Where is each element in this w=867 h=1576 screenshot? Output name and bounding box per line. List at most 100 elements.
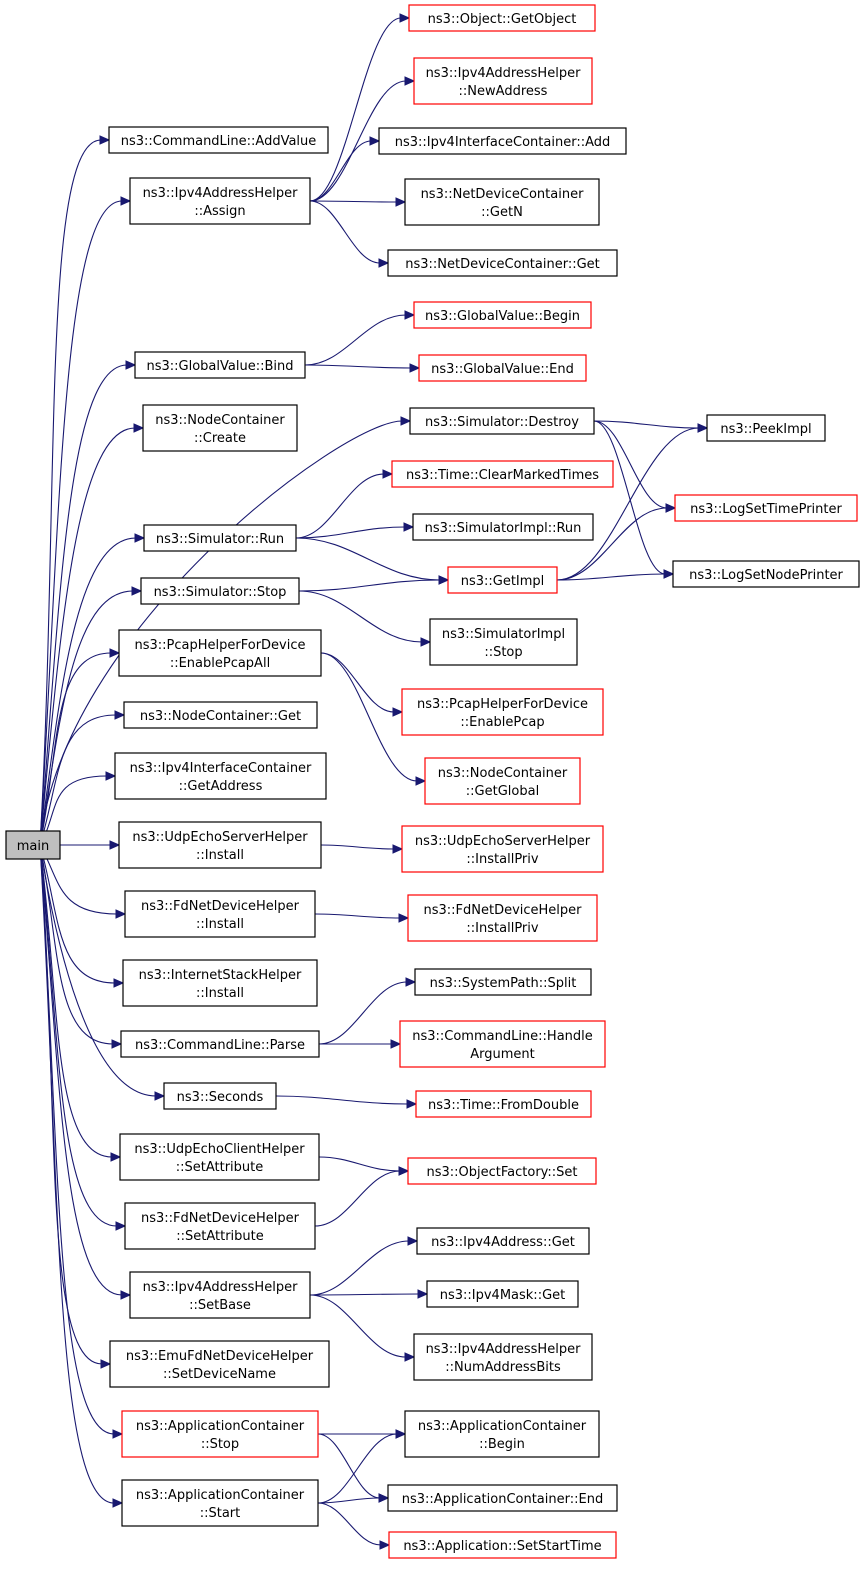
node-phfd-enableall[interactable]: ns3::PcapHelperForDevice::EnablePcapAll xyxy=(118,629,322,677)
arrowhead-ac-end xyxy=(378,1493,390,1503)
node-label: ::Install xyxy=(196,848,244,863)
node-label: ns3::UdpEchoClientHelper xyxy=(134,1142,305,1157)
edge-iah-setbase-to-ia-get xyxy=(309,1240,410,1296)
node-fndh-setattr[interactable]: ns3::FdNetDeviceHelper::SetAttribute xyxy=(124,1202,316,1250)
node-iic-add[interactable]: ns3::Ipv4InterfaceContainer::Add xyxy=(378,127,627,155)
nodes-layer: mainns3::CommandLine::AddValuens3::Ipv4A… xyxy=(5,4,860,1559)
edge-main-to-sim-stop xyxy=(39,590,134,846)
node-iah-numaddr[interactable]: ns3::Ipv4AddressHelper::NumAddressBits xyxy=(413,1333,593,1381)
node-getimpl[interactable]: ns3::GetImpl xyxy=(447,566,558,594)
node-label: ::Assign xyxy=(194,204,245,219)
node-app-setstart[interactable]: ns3::Application::SetStartTime xyxy=(388,1531,617,1559)
edge-main-to-cl-parse xyxy=(39,844,114,1045)
node-cl-parse[interactable]: ns3::CommandLine::Parse xyxy=(120,1030,320,1058)
node-label: ns3::InternetStackHelper xyxy=(139,968,302,983)
arrowhead-simimpl-stop xyxy=(420,637,432,647)
edge-phfd-enableall-to-phfd-enable xyxy=(320,652,395,713)
edge-main-to-gv-bind xyxy=(39,364,128,846)
node-sim-run[interactable]: ns3::Simulator::Run xyxy=(143,524,297,552)
node-uesh-install[interactable]: ns3::UdpEchoServerHelper::Install xyxy=(118,821,322,869)
node-ish-install[interactable]: ns3::InternetStackHelper::Install xyxy=(122,959,318,1007)
node-box xyxy=(129,177,311,225)
node-iah-setbase[interactable]: ns3::Ipv4AddressHelper::SetBase xyxy=(129,1271,311,1319)
node-nc-create[interactable]: ns3::NodeContainer::Create xyxy=(142,404,298,452)
node-fndh-installpriv[interactable]: ns3::FdNetDeviceHelper::InstallPriv xyxy=(407,894,598,942)
node-sim-destroy[interactable]: ns3::Simulator::Destroy xyxy=(409,407,595,435)
node-sim-stop[interactable]: ns3::Simulator::Stop xyxy=(140,577,300,605)
edge-main-to-uech-setattr xyxy=(39,844,113,1158)
node-phfd-enable[interactable]: ns3::PcapHelperForDevice::EnablePcap xyxy=(401,688,604,736)
node-gv-end[interactable]: ns3::GlobalValue::End xyxy=(418,354,587,382)
arrowhead-ac-stop xyxy=(112,1429,124,1439)
arrowhead-obj-getobject xyxy=(399,13,411,23)
node-label: ::Start xyxy=(200,1506,241,1521)
node-logsetnode[interactable]: ns3::LogSetNodePrinter xyxy=(672,560,860,588)
node-ac-stop[interactable]: ns3::ApplicationContainer::Stop xyxy=(121,1410,319,1458)
node-label: ns3::SystemPath::Split xyxy=(430,976,577,991)
node-box xyxy=(387,249,618,277)
node-ia-get[interactable]: ns3::Ipv4Address::Get xyxy=(416,1227,590,1255)
node-label: ::Stop xyxy=(201,1437,239,1452)
node-im-get[interactable]: ns3::Ipv4Mask::Get xyxy=(426,1280,579,1308)
node-box xyxy=(672,560,860,588)
arrowhead-uesh-installpriv xyxy=(392,844,404,854)
node-iic-getaddress[interactable]: ns3::Ipv4InterfaceContainer::GetAddress xyxy=(114,752,327,800)
arrowhead-gv-begin xyxy=(404,310,416,320)
arrowhead-time-fromdouble xyxy=(406,1099,418,1109)
node-obj-getobject[interactable]: ns3::Object::GetObject xyxy=(408,4,596,32)
node-seconds[interactable]: ns3::Seconds xyxy=(163,1082,277,1110)
node-uech-setattr[interactable]: ns3::UdpEchoClientHelper::SetAttribute xyxy=(119,1133,320,1181)
edge-ac-start-to-app-setstart xyxy=(317,1502,382,1546)
node-label: ns3::Object::GetObject xyxy=(428,12,577,27)
arrowhead-ac-start xyxy=(112,1498,124,1508)
node-time-fromdouble[interactable]: ns3::Time::FromDouble xyxy=(415,1090,592,1118)
node-box xyxy=(416,1227,590,1255)
edge-uech-setattr-to-of-set xyxy=(318,1156,401,1172)
node-ac-start[interactable]: ns3::ApplicationContainer::Start xyxy=(121,1479,319,1527)
arrowhead-gv-bind xyxy=(125,360,137,370)
node-fndh-install[interactable]: ns3::FdNetDeviceHelper::Install xyxy=(124,890,316,938)
node-label: ns3::Seconds xyxy=(177,1090,264,1105)
node-label: ::Begin xyxy=(479,1437,525,1452)
node-simimpl-run[interactable]: ns3::SimulatorImpl::Run xyxy=(412,513,594,541)
arrowhead-efndh-setdev xyxy=(100,1359,112,1369)
edge-iah-assign-to-iah-newaddress xyxy=(309,80,407,202)
edge-main-to-iah-setbase xyxy=(39,844,123,1296)
arrowhead-fndh-installpriv xyxy=(398,913,410,923)
node-nc-getglobal[interactable]: ns3::NodeContainer::GetGlobal xyxy=(424,757,581,805)
node-sp-split[interactable]: ns3::SystemPath::Split xyxy=(414,968,592,996)
node-peekimpl[interactable]: ns3::PeekImpl xyxy=(706,414,826,442)
node-nc-get[interactable]: ns3::NodeContainer::Get xyxy=(123,701,318,729)
edge-sim-run-to-time-clear xyxy=(295,473,385,539)
node-label: ns3::NetDeviceContainer::Get xyxy=(405,257,600,272)
node-efndh-setdev[interactable]: ns3::EmuFdNetDeviceHelper::SetDeviceName xyxy=(109,1340,330,1388)
node-time-clear[interactable]: ns3::Time::ClearMarkedTimes xyxy=(391,460,614,488)
node-ndc-getn[interactable]: ns3::NetDeviceContainer::GetN xyxy=(404,178,600,226)
edge-ac-start-to-ac-begin xyxy=(317,1433,398,1504)
node-main[interactable]: main xyxy=(5,830,61,860)
node-gv-begin[interactable]: ns3::GlobalValue::Begin xyxy=(413,301,592,329)
edge-sim-run-to-simimpl-run xyxy=(295,526,406,539)
node-iah-newaddress[interactable]: ns3::Ipv4AddressHelper::NewAddress xyxy=(413,57,593,105)
node-uesh-installpriv[interactable]: ns3::UdpEchoServerHelper::InstallPriv xyxy=(401,825,604,873)
arrowhead-iah-numaddr xyxy=(404,1352,416,1362)
node-iah-assign[interactable]: ns3::Ipv4AddressHelper::Assign xyxy=(129,177,311,225)
edge-ac-start-to-ac-end xyxy=(317,1497,381,1504)
node-ac-begin[interactable]: ns3::ApplicationContainer::Begin xyxy=(404,1410,600,1458)
arrowhead-uech-setattr xyxy=(110,1152,122,1162)
node-label: ns3::GetImpl xyxy=(461,574,545,589)
edge-main-to-seconds xyxy=(39,844,157,1097)
node-ndc-get[interactable]: ns3::NetDeviceContainer::Get xyxy=(387,249,618,277)
node-label: ::SetDeviceName xyxy=(163,1367,276,1382)
edge-cl-parse-to-sp-split xyxy=(318,981,408,1045)
node-simimpl-stop[interactable]: ns3::SimulatorImpl::Stop xyxy=(429,618,578,666)
node-of-set[interactable]: ns3::ObjectFactory::Set xyxy=(407,1157,597,1185)
node-ac-end[interactable]: ns3::ApplicationContainer::End xyxy=(387,1484,618,1512)
edge-main-to-cl-addvalue xyxy=(39,139,102,846)
node-cl-addvalue[interactable]: ns3::CommandLine::AddValue xyxy=(108,126,329,154)
edge-iah-assign-to-ndc-get xyxy=(309,200,381,264)
edge-gv-bind-to-gv-end xyxy=(304,364,412,369)
node-logsettime[interactable]: ns3::LogSetTimePrinter xyxy=(674,494,858,522)
node-gv-bind[interactable]: ns3::GlobalValue::Bind xyxy=(134,351,306,379)
